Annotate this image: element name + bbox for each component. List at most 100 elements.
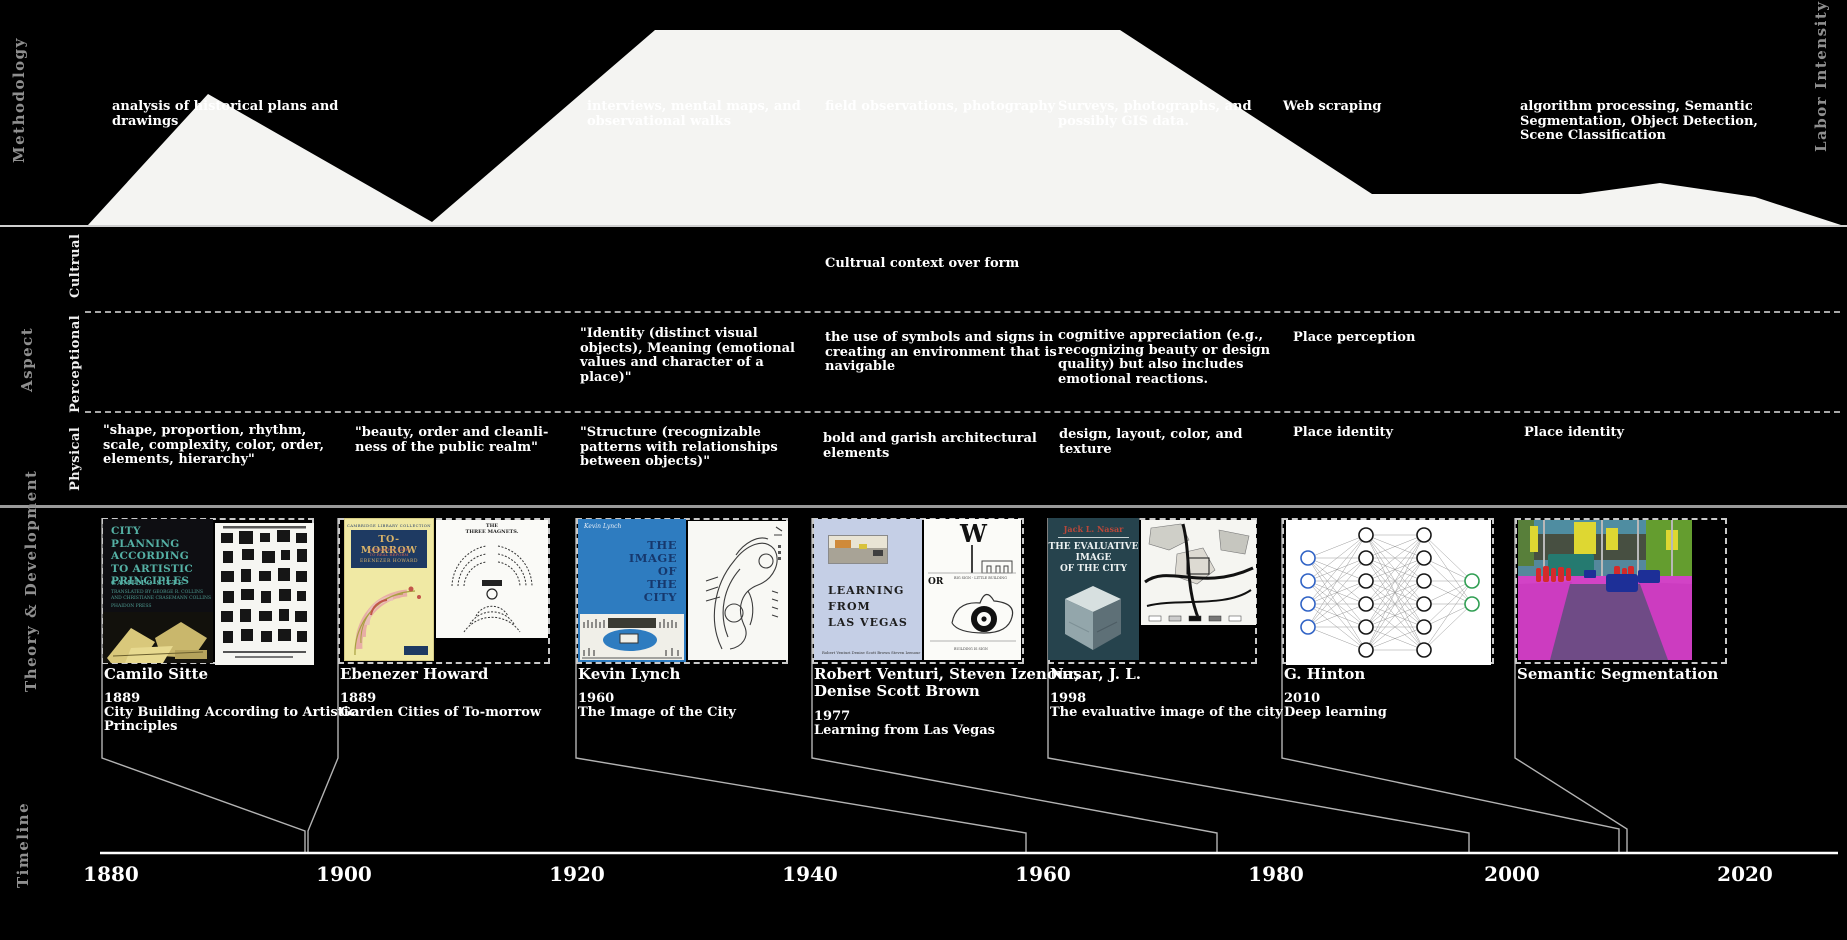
nasar-cube-figure	[1065, 586, 1121, 650]
methodology-note-algorithm: algorithm processing, Semantic Segmentat…	[1520, 99, 1758, 143]
book-title: The evaluative image of the city	[1050, 705, 1283, 720]
sitte-cover-illustration	[103, 612, 213, 663]
physical-note-place-identity-1: Place identity	[1293, 425, 1394, 440]
lynch-sketch-figure	[705, 526, 783, 650]
book-cover-howard: CAMBRIDGE LIBRARY COLLECTION TO-MORROW A…	[344, 518, 434, 661]
three-magnets-title: THE THREE MAGNETS.	[465, 523, 519, 535]
book-figure-hinton	[1286, 520, 1491, 665]
perceptional-note-symbols: the use of symbols and signs in creating…	[825, 330, 1057, 374]
methodology-note-field: field observations, photography	[825, 99, 1056, 114]
book-page-nasar-map	[1141, 520, 1256, 625]
book-page-lynch-sketch	[688, 521, 788, 660]
book-title: Deep learning	[1284, 705, 1387, 720]
labor-intensity-area	[88, 30, 1841, 225]
perceptional-note-identity: "Identity (distinct visual objects), Mea…	[580, 326, 795, 385]
book-page-three-magnets: THE THREE MAGNETS.	[436, 520, 548, 638]
physical-note-structure: "Structure (recognizable patterns with r…	[580, 425, 778, 469]
book-frame-segmentation	[1515, 518, 1727, 664]
aspect-theory-divider	[0, 505, 1847, 508]
perceptional-physical-divider	[85, 411, 1840, 413]
methodology-note-surveys: Surveys, photographs, and possibly GIS d…	[1058, 99, 1252, 129]
nasar-cover-author: Jack L. Nasar	[1063, 524, 1124, 534]
book-cover-lynch: Kevin Lynch THE IMAGE OF THE CITY	[578, 519, 686, 662]
sitte-plans-figure	[221, 526, 307, 658]
methodology-aspect-divider	[0, 225, 1847, 227]
book-cover-nasar: Jack L. Nasar THE EVALUATIVE IMAGE OF TH…	[1048, 518, 1139, 660]
book-year: 1977	[814, 709, 851, 724]
venturi-cover-authors: Robert Venturi Denise Scott Brown Steven…	[822, 650, 921, 655]
timeline-year: 1920	[549, 862, 605, 886]
cultural-note-context: Cultrual context over form	[825, 256, 1020, 271]
venturi-cover-photo	[828, 535, 888, 564]
howard-band-subtitle: A PEACEFUL PATH TO REAL REFORM	[369, 547, 409, 557]
book-frame-howard	[338, 518, 550, 664]
row-label-perceptional: Perceptional	[68, 314, 83, 413]
book-title: The Image of the City	[578, 705, 736, 720]
book-author: Nasar, J. L.	[1050, 665, 1141, 683]
nasar-cover-rule	[1058, 537, 1129, 538]
book-page-sitte-plans	[215, 523, 314, 665]
howard-cover-series: CAMBRIDGE LIBRARY COLLECTION	[346, 523, 431, 528]
physical-note-place-identity-2: Place identity	[1524, 425, 1625, 440]
perceptional-note-cognitive: cognitive appreciation (e.g., recognizin…	[1058, 328, 1271, 387]
aspect-axis-label: Aspect	[18, 326, 36, 392]
cultural-perceptional-divider	[85, 311, 1840, 313]
nasar-cover-title: THE EVALUATIVE IMAGE OF THE CITY	[1048, 542, 1139, 574]
timeline-axis-label: Timeline	[14, 801, 32, 888]
book-year: 1889	[340, 691, 377, 706]
sitte-cover-title: CITY PLANNING ACCORDING TO ARTISTIC PRIN…	[111, 525, 193, 587]
duck-figure	[928, 545, 1016, 642]
row-label-physical: Physical	[68, 426, 83, 491]
book-year: 1998	[1050, 691, 1087, 706]
physical-note-bold: bold and garish architectural elements	[823, 431, 1037, 461]
book-year: 1889	[104, 691, 141, 706]
book-year: 1960	[578, 691, 615, 706]
sitte-cover-translator: TRANSLATED BY GEORGE R. COLLINS AND CHRI…	[111, 590, 212, 601]
physical-note-beauty: "beauty, order and cleanli- ness of the …	[355, 425, 549, 455]
duck-page-or: OR	[928, 577, 944, 587]
neural-network-figure	[1300, 527, 1480, 658]
lynch-cover-author: Kevin Lynch	[584, 523, 622, 530]
book-author: Kevin Lynch	[578, 665, 681, 683]
book-author: Camilo Sitte	[104, 665, 209, 683]
timeline-connector-lines	[101, 518, 1628, 853]
book-year: 2010	[1284, 691, 1321, 706]
howard-fan-diagram	[354, 586, 421, 656]
book-title: City Building According to Artistic Prin…	[104, 705, 357, 734]
methodology-note-web: Web scraping	[1283, 99, 1382, 114]
howard-cover-band: TO-MORROW A PEACEFUL PATH TO REAL REFORM…	[351, 530, 427, 568]
venturi-cover-title: LEARNING FROM LAS VEGAS	[828, 584, 908, 629]
duck-page-w: W	[960, 519, 987, 548]
perceptional-note-place-perception: Place perception	[1293, 330, 1416, 345]
timeline-year: 1880	[83, 862, 139, 886]
howard-band-author: EBENEZER HOWARD	[359, 559, 419, 564]
nasar-map-figure	[1144, 523, 1254, 622]
timeline-year: 1940	[782, 862, 838, 886]
sitte-cover-author: CAMILLO SITTE	[111, 579, 184, 587]
book-title: Learning from Las Vegas	[814, 723, 995, 738]
physical-note-design: design, layout, color, and texture	[1059, 427, 1243, 457]
howard-band-title: TO-MORROW	[360, 534, 418, 556]
book-cover-venturi: LEARNING FROM LAS VEGAS Robert Venturi D…	[814, 519, 922, 660]
labor-intensity-axis-label: Labor Intensity	[1812, 0, 1830, 152]
methodology-note-interviews: interviews, mental maps, and observation…	[587, 99, 801, 129]
book-author: G. Hinton	[1284, 665, 1366, 683]
timeline-year: 2020	[1717, 862, 1773, 886]
three-magnets-figure	[451, 545, 533, 633]
book-author: Ebenezer Howard	[340, 665, 489, 683]
book-figure-segmentation	[1518, 520, 1692, 660]
row-label-cultural: Cultrual	[68, 233, 83, 298]
book-author: Semantic Segmentation	[1517, 665, 1719, 683]
book-page-duck: W OR BIG SIGN - LITTLE BUILDING BUILDING…	[924, 519, 1021, 660]
timeline-year: 2000	[1484, 862, 1540, 886]
theory-axis-label: Theory & Development	[22, 469, 40, 692]
timeline-year: 1900	[316, 862, 372, 886]
sitte-cover-publisher: PHAIDON PRESS	[111, 604, 152, 609]
duck-caption-top: BIG SIGN - LITTLE BUILDING	[954, 576, 1007, 580]
book-cover-sitte: CITY PLANNING ACCORDING TO ARTISTIC PRIN…	[103, 519, 213, 663]
howard-publisher-badge	[404, 646, 428, 655]
lynch-cover-illustration	[580, 614, 684, 660]
lynch-cover-title: THE IMAGE OF THE CITY	[628, 538, 677, 604]
